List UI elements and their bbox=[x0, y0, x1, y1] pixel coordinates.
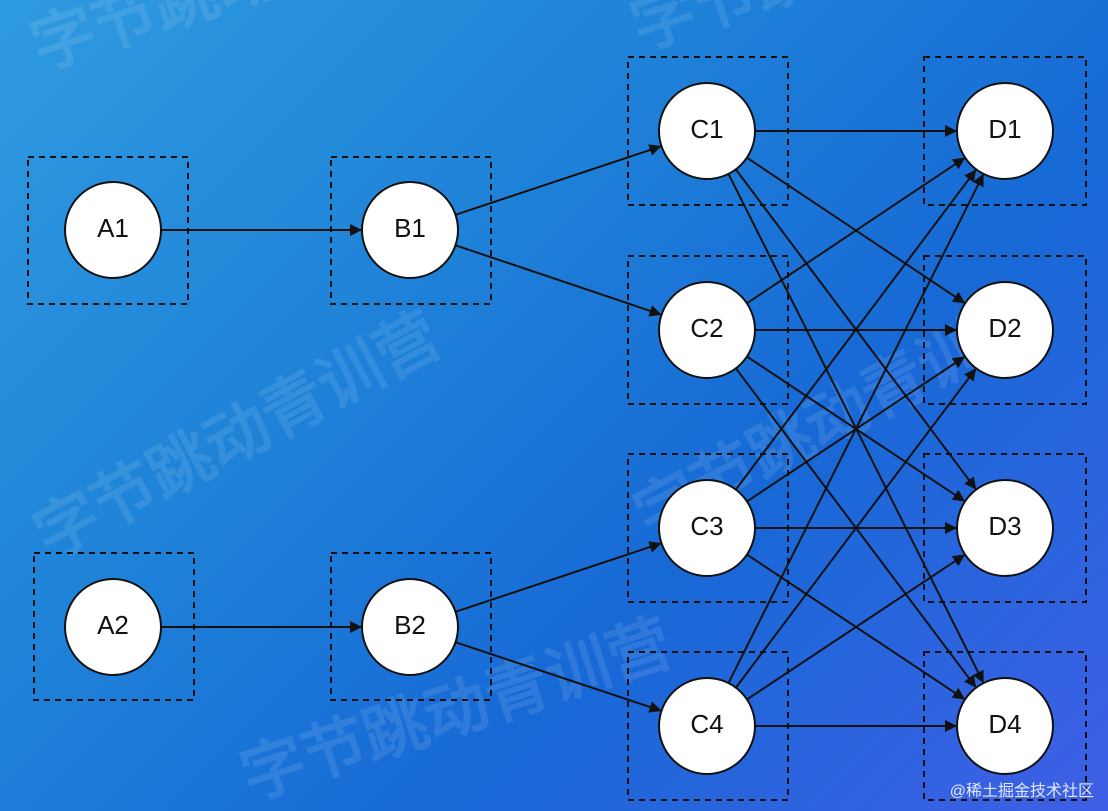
node-label: B1 bbox=[394, 213, 426, 243]
edge-c2-d1 bbox=[746, 157, 966, 305]
group-box-d4 bbox=[923, 651, 1087, 801]
node-label: C2 bbox=[690, 313, 723, 343]
node-d4: D4 bbox=[956, 677, 1054, 775]
source-credit: @稀土掘金技术社区 bbox=[949, 783, 1094, 800]
node-c4: C4 bbox=[658, 677, 756, 775]
node-label: D2 bbox=[988, 313, 1021, 343]
node-b2: B2 bbox=[361, 578, 459, 676]
group-box-d3 bbox=[923, 453, 1087, 603]
node-label: A2 bbox=[97, 610, 129, 640]
edges bbox=[161, 125, 984, 732]
node-label: C1 bbox=[690, 114, 723, 144]
edge-c4-d1 bbox=[727, 173, 984, 684]
node-d3: D3 bbox=[956, 479, 1054, 577]
node-d1: D1 bbox=[956, 82, 1054, 180]
edge-b1-c1 bbox=[455, 144, 662, 216]
group-box-d2 bbox=[923, 255, 1087, 405]
node-c3: C3 bbox=[658, 479, 756, 577]
group-box-d1 bbox=[923, 56, 1087, 206]
node-label: C4 bbox=[690, 709, 723, 739]
node-label: B2 bbox=[394, 610, 426, 640]
node-label: C3 bbox=[690, 511, 723, 541]
node-label: D3 bbox=[988, 511, 1021, 541]
edge-c3-d1 bbox=[735, 169, 977, 491]
edge-c4-d2 bbox=[735, 368, 977, 689]
node-a1: A1 bbox=[64, 181, 162, 279]
node-label: A1 bbox=[97, 213, 129, 243]
watermark-text: 字节跳动青训营 bbox=[23, 298, 452, 572]
node-label: D1 bbox=[988, 114, 1021, 144]
node-c2: C2 bbox=[658, 281, 756, 379]
node-label: D4 bbox=[988, 709, 1021, 739]
node-d2: D2 bbox=[956, 281, 1054, 379]
node-a2: A2 bbox=[64, 578, 162, 676]
edge-b1-c2 bbox=[455, 244, 662, 317]
watermark-text: 字节跳动青训营 bbox=[622, 0, 1070, 63]
node-c1: C1 bbox=[658, 82, 756, 180]
edge-c4-d3 bbox=[746, 554, 966, 701]
edge-b2-c4 bbox=[455, 641, 662, 713]
watermark-text: 字节跳动青训营 bbox=[22, 0, 470, 83]
nodes: A1 B1 A2 B2 C1 C2 bbox=[64, 82, 1054, 775]
edge-b2-c3 bbox=[455, 541, 662, 613]
node-b1: B1 bbox=[361, 181, 459, 279]
